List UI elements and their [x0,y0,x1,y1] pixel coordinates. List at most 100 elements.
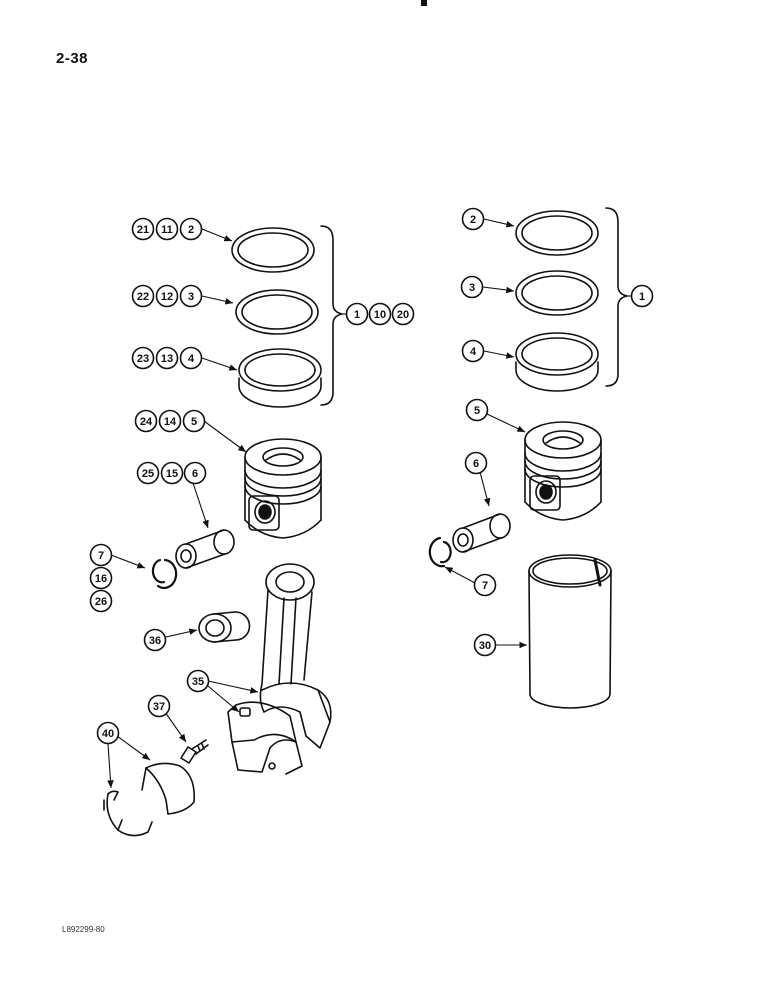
callout-label: 26 [95,596,107,608]
leader-line [107,743,114,789]
right-ring-set-brace [605,207,628,387]
callout-label: 36 [149,635,161,647]
callout-label: 13 [161,353,173,365]
connecting-rod-bearing-upper [141,762,196,815]
leader-line [164,711,187,743]
callout-6: 6 [183,461,207,485]
callout-label: 3 [188,291,194,303]
callout-36: 36 [143,628,167,652]
callout-circle [186,669,210,693]
callout-circle [155,346,179,370]
callout-label: 14 [164,416,177,428]
callout-14: 14 [158,409,182,433]
callout-13: 13 [155,346,179,370]
callout-circle [179,217,203,241]
callout-11: 11 [155,217,179,241]
callout-label: 35 [192,676,204,688]
connecting-rod [259,563,332,749]
callout-25: 25 [136,461,160,485]
callout-circle [134,409,158,433]
callout-label: 1 [354,309,360,321]
callout-circle [158,409,182,433]
callout-label: 23 [137,353,149,365]
callout-label: 4 [470,346,477,358]
callout-label: 11 [161,224,173,236]
connecting-rod-cap [227,701,303,775]
callout-35: 35 [186,669,210,693]
leader-line [203,420,247,453]
callout-circle [179,284,203,308]
callout-label: 1 [639,291,645,303]
callout-circle [473,573,497,597]
callout-label: 24 [140,416,153,428]
leader-line [201,357,238,371]
callout-circle [182,409,206,433]
callout-circle [131,346,155,370]
callout-23: 23 [131,346,155,370]
leader-line [192,482,209,529]
leader-line [486,413,526,433]
callout-label: 12 [161,291,173,303]
page-edge-mark [421,0,427,6]
callout-37: 37 [147,694,171,718]
cylinder-sleeve [528,554,612,709]
callout-label: 7 [482,580,488,592]
leader-line [201,295,234,305]
callout-circle [183,461,207,485]
callout-20: 20 [391,302,415,326]
left-compression-ring-top [231,227,315,273]
callout-label: 30 [479,640,491,652]
left-piston-pin [175,529,235,569]
callout-circle [131,284,155,308]
callout-label: 16 [95,573,107,585]
callout-4: 4 [179,346,203,370]
callout-30: 30 [473,633,497,657]
leader-line [110,554,146,569]
callout-label: 2 [470,214,476,226]
left-snap-ring [151,558,178,589]
callout-circle [368,302,392,326]
right-piston [524,421,602,521]
leader-line [483,218,515,228]
left-compression-ring-second [235,289,319,335]
callout-label: 5 [191,416,197,428]
callout-22: 22 [131,284,155,308]
callout-label: 2 [188,224,194,236]
callout-3: 3 [179,284,203,308]
callout-circle [460,275,484,299]
callout-label: 22 [137,291,149,303]
callout-circle [630,284,654,308]
leader-line [479,471,491,507]
right-compression-ring-top [515,210,599,256]
left-piston [244,438,322,539]
callout-circle [179,346,203,370]
callout-10: 10 [368,302,392,326]
leader-line [116,735,151,761]
leader-line [165,628,198,638]
callout-7: 7 [89,543,113,567]
callout-circle [143,628,167,652]
callout-label: 21 [137,224,149,236]
callout-circle [147,694,171,718]
callout-label: 6 [473,458,479,470]
right-piston-pin [452,513,511,553]
right-compression-ring-second [515,270,599,316]
callout-1: 1 [630,284,654,308]
callout-26: 26 [89,589,113,613]
callout-4: 4 [461,339,485,363]
right-oil-ring [515,332,599,392]
callout-circle [160,461,184,485]
leader-line [482,286,515,294]
callout-label: 25 [142,468,154,480]
callout-40: 40 [96,721,120,745]
callout-label: 3 [469,282,475,294]
callout-circle [136,461,160,485]
callout-24: 24 [134,409,158,433]
callout-circle [89,543,113,567]
callout-5: 5 [182,409,206,433]
leader-line [444,566,476,584]
callout-label: 40 [102,728,114,740]
callout-circle [473,633,497,657]
leader-line [201,228,233,242]
